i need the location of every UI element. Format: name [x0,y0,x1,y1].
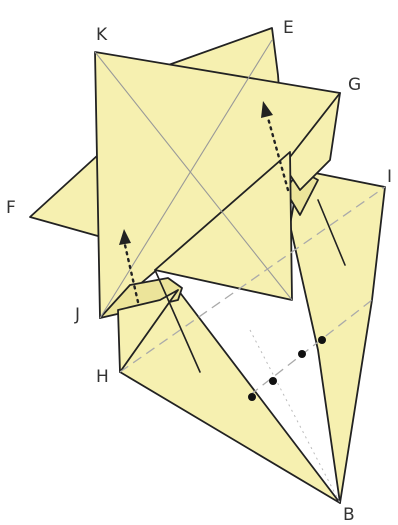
point-label-i: I [387,167,392,187]
left-wing-flap [30,155,105,238]
fold-dot-1 [248,393,256,401]
point-label-g: G [348,75,361,95]
point-label-e: E [283,18,294,38]
point-label-b: B [343,505,355,525]
point-label-j: J [74,305,80,325]
point-label-h: H [96,367,109,387]
fold-dot-4 [318,336,326,344]
fold-dot-2 [269,377,277,385]
point-label-k: K [96,25,108,45]
fold-dot-3 [298,350,306,358]
point-label-f: F [6,198,16,218]
